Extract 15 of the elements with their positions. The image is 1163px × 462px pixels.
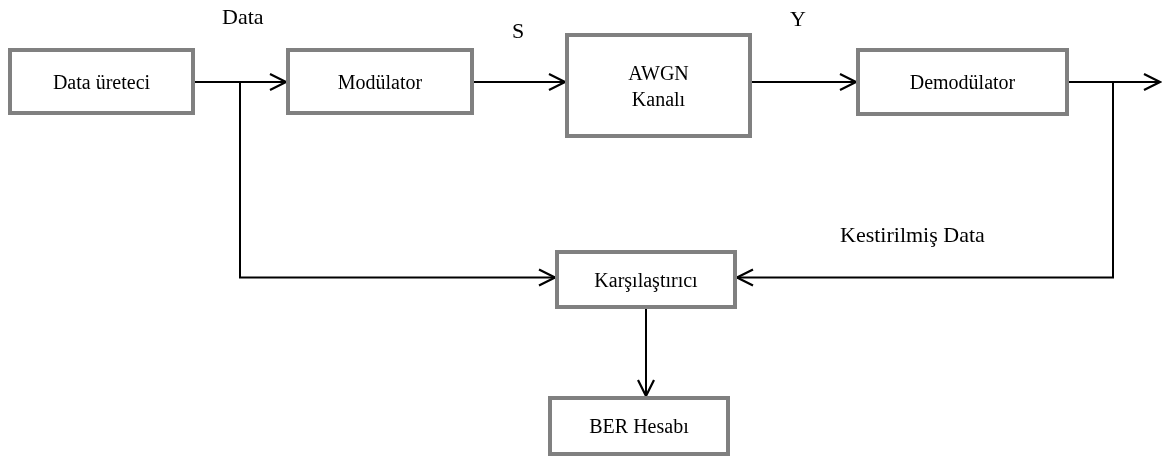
process-box <box>8 48 195 115</box>
box-label: Karşılaştırıcı <box>594 267 698 293</box>
box-label: Demodülator <box>909 70 1016 95</box>
box-label: BER Hesabı <box>589 414 689 439</box>
arrow <box>636 308 656 398</box>
box-label: AWGN Kanalı <box>627 60 690 112</box>
box-label: Data üreteci <box>52 69 151 95</box>
process-box <box>565 33 752 138</box>
process-box <box>548 396 730 456</box>
box-label: Modülator <box>337 69 423 95</box>
process-box <box>856 48 1069 116</box>
process-box <box>286 48 474 115</box>
arrow <box>473 72 567 92</box>
arrow <box>751 72 858 92</box>
process-box <box>555 250 737 309</box>
